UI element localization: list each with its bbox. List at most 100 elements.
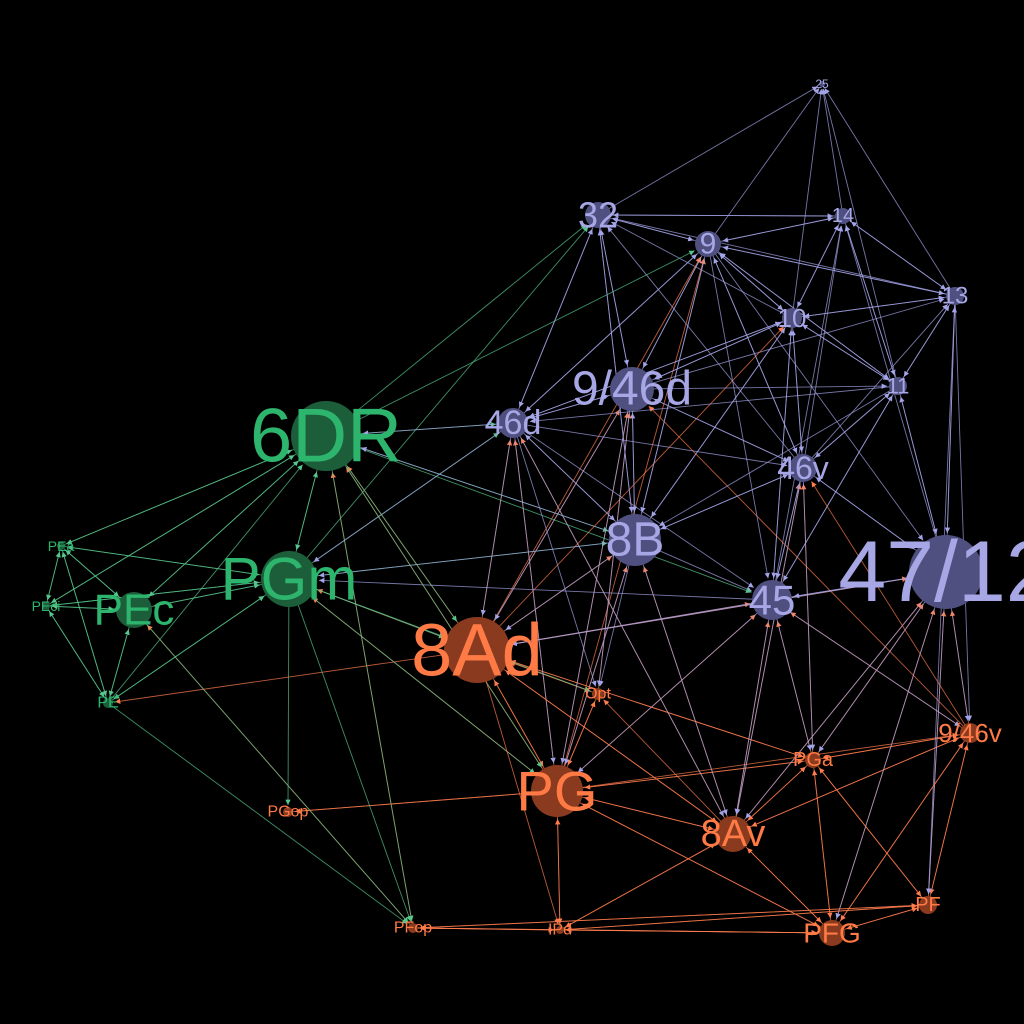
node-label-6DR: 6DR [250,394,402,479]
edge-46v-to-8B [660,470,796,530]
node-label-PEc: PEc [94,586,175,635]
node-label-8Av: 8Av [701,813,766,855]
edge-13-to-10 [803,296,950,319]
node-32[interactable] [585,202,611,228]
edge-47_12-to-9_46v [948,593,971,722]
edge-6DR-to-PFop [329,456,414,922]
edge-9-to-10 [713,248,784,311]
node-11[interactable] [889,377,907,395]
node-PEci[interactable] [42,602,50,610]
edge-8Ad-to-9 [486,256,701,634]
node-label-11: 11 [887,374,910,399]
edge-46d-to-8B [519,428,616,521]
edge-45-to-8Ad [511,601,761,646]
edge-PEci-to-PE [46,607,105,698]
node-PE[interactable] [103,698,113,708]
edge-8Av-to-PFG [740,841,822,923]
edge-9_46d-to-8B [631,402,637,513]
node-8Ad[interactable] [444,617,510,683]
edge-10-to-46v [791,323,805,453]
edge-45-to-PGm [318,577,761,600]
edge-47_12-to-PFG [835,593,940,919]
edge-46v-to-PGa [802,476,816,751]
edge-6DR-to-PEa [66,443,307,545]
edge-14-to-9 [722,216,839,243]
node-label-PGm: PGm [221,546,358,613]
node-10[interactable] [782,308,802,328]
edge-9_46v-to-PGa [822,733,965,761]
node-8Av[interactable] [715,816,751,852]
node-9_46d[interactable] [610,367,654,411]
node-6DR[interactable] [291,401,361,471]
node-label-25: 25 [815,77,829,91]
edge-47_12-to-PGa [818,589,934,753]
node-13[interactable] [946,287,964,305]
node-25[interactable] [819,81,825,87]
edge-8B-to-6DR [360,446,621,536]
node-label-PEci: PEci [32,598,61,614]
edge-9-to-11 [713,248,890,380]
node-PFG[interactable] [819,920,845,946]
edge-32-to-8B [598,222,634,513]
edge-13-to-11 [903,300,953,377]
node-label-PEa: PEa [48,538,75,554]
edge-9-to-9_46d [642,250,705,368]
node-layer [42,81,983,946]
node-PGm[interactable] [261,551,317,607]
edge-9-to-46v [710,251,798,454]
edge-8Ad-to-PG [486,666,544,767]
edge-46v-to-8Av [735,476,802,815]
edge-6DR-to-8Ad [337,452,458,622]
node-PG[interactable] [531,765,583,817]
node-PEc[interactable] [116,592,152,628]
node-label-45: 45 [749,577,796,624]
edge-PGm-to-PG [301,589,536,774]
edge-8Ad-to-PE [114,652,458,704]
edge-11-to-46d [529,386,893,424]
edge-6DR-to-PGm [295,456,322,551]
edge-11-to-47_12 [898,391,938,535]
edge-9_46v-to-46v [811,481,968,729]
edge-11-to-25 [821,88,898,381]
edge-9-to-13 [715,245,945,296]
edge-PFop-to-IPd [415,927,555,933]
edge-8Av-to-IPd [564,838,724,928]
node-PF[interactable] [919,896,937,914]
node-47_12[interactable] [909,535,983,609]
node-46d[interactable] [498,408,528,438]
edge-6DR-to-45 [345,442,752,594]
edge-8B-to-8Av [639,554,728,816]
edge-14-to-25 [820,88,843,212]
node-PGop[interactable] [283,807,293,817]
node-PEa[interactable] [57,542,65,550]
edge-PGm-to-PFop [294,594,412,922]
node-PFop[interactable] [408,923,418,933]
node-IPd[interactable] [556,926,564,934]
edge-6DR-to-9 [344,250,695,428]
edge-6DR-to-32 [342,224,587,424]
node-9_46v[interactable] [960,723,980,743]
edge-46d-to-46v [521,423,788,468]
node-label-8Ad: 8Ad [411,609,543,692]
node-PGa[interactable] [805,752,821,768]
edge-10-to-9_46d [653,319,787,380]
node-46v[interactable] [789,454,817,482]
node-8B[interactable] [609,514,661,566]
node-Opt[interactable] [592,688,604,700]
node-9[interactable] [695,231,721,257]
node-label-13: 13 [942,283,969,310]
edge-9-to-47_12 [712,250,924,541]
node-14[interactable] [835,208,851,224]
edge-PGa-to-PF [815,763,922,897]
edge-8B-to-8Ad [505,548,623,631]
node-45[interactable] [752,580,792,620]
node-label-PFG: PFG [803,918,861,949]
edge-46v-to-32 [607,226,799,462]
edge-10-to-46d [528,319,787,418]
edge-PGm-to-32 [299,226,589,567]
node-label-14: 14 [832,205,854,227]
edge-PEc-to-PEci [51,603,124,610]
node-label-32: 32 [578,195,618,236]
node-label-PFop: PFop [394,920,432,937]
